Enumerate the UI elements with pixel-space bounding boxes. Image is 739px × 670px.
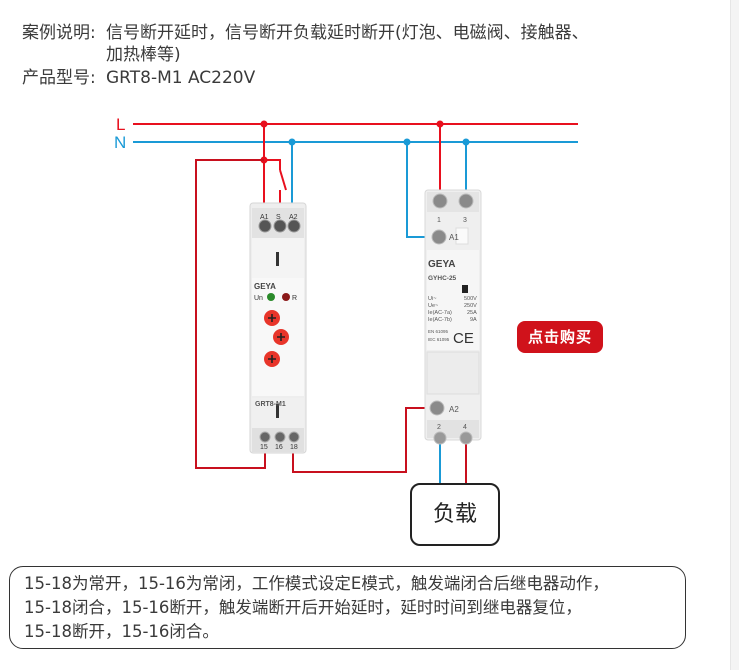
- operation-description-box: 15-18为常开，15-16为常闭，工作模式设定E模式，触发端闭合后继电器动作，…: [9, 566, 686, 649]
- terminal-a1-label: A1: [260, 214, 269, 221]
- spec-label: Ie(AC-7a): [428, 310, 452, 316]
- contactor-module: [424, 189, 482, 441]
- case-text-line1: 信号断开延时，信号断开负载延时断开(灯泡、电磁阀、接触器、: [106, 23, 589, 43]
- terminal-screw-icon: [259, 431, 271, 443]
- wire-l-to-15: [195, 159, 266, 469]
- terminal-4-label: 4: [463, 424, 467, 431]
- contactor-model-label: GYHC-25: [428, 275, 457, 282]
- description-line: 15-18闭合，15-16断开，触发端断开后开始延时，延时时间到继电器复位，: [24, 598, 582, 617]
- terminal-screw-icon: [273, 219, 287, 233]
- relay-brand-logo: GEYA: [254, 282, 276, 291]
- spec-value: 500V: [464, 296, 477, 302]
- product-model: 产品型号: GRT8-M1 AC220V: [22, 67, 255, 89]
- standard-label: EN 61095: [428, 329, 449, 334]
- coil-a1-label: A1: [449, 233, 459, 242]
- ce-mark: CE: [453, 330, 474, 347]
- terminal-16-label: 16: [275, 444, 283, 451]
- terminal-screw-icon: [288, 431, 300, 443]
- relay-led-icon: [282, 293, 290, 301]
- relay-model-label: GRT8-M1: [255, 401, 286, 408]
- time-relay-module: [249, 202, 307, 454]
- scrollbar-track[interactable]: [730, 0, 739, 670]
- terminal-a2-label: A2: [289, 214, 298, 221]
- junction-dot: [288, 138, 296, 146]
- terminal-screw-icon: [431, 229, 447, 245]
- led-r-label: R: [292, 295, 297, 302]
- model-value: GRT8-M1 AC220V: [106, 68, 256, 88]
- terminal-3-label: 3: [463, 217, 467, 224]
- terminal-2-label: 2: [437, 424, 441, 431]
- terminal-screw-icon: [433, 431, 447, 445]
- description-line: 15-18为常开，15-16为常闭，工作模式设定E模式，触发端闭合后继电器动作，: [24, 574, 609, 593]
- spec-value: 25A: [467, 310, 477, 316]
- terminal-1-label: 1: [437, 217, 441, 224]
- terminal-s-label: S: [276, 214, 281, 221]
- spec-label: Ue~: [428, 303, 438, 309]
- case-text-line2: 加热棒等): [106, 45, 181, 65]
- spec-value: 9A: [470, 317, 477, 323]
- junction-dot: [462, 138, 470, 146]
- terminal-screw-icon: [429, 400, 445, 416]
- wire-switch-feed: [264, 159, 281, 170]
- terminal-screw-icon: [258, 219, 272, 233]
- model-label: 产品型号:: [22, 68, 96, 88]
- standard-label: IEC 61095: [428, 337, 450, 342]
- junction-dot: [436, 120, 444, 128]
- contactor-brand-logo: GEYA: [428, 259, 455, 270]
- time-setting-dial[interactable]: [273, 329, 289, 345]
- load-box: 负载: [410, 483, 500, 546]
- terminal-18-label: 18: [290, 444, 298, 451]
- time-range-dial[interactable]: [264, 310, 280, 326]
- terminal-screw-icon: [287, 219, 301, 233]
- relay-top-terminals: [258, 219, 301, 233]
- spec-label: Ui~: [428, 296, 436, 302]
- wire-18-to-a2: [292, 407, 437, 473]
- coil-a2-label: A2: [449, 405, 459, 414]
- case-label: 案例说明:: [22, 23, 96, 43]
- trigger-switch: [279, 169, 287, 191]
- live-label: L: [116, 115, 125, 134]
- case-description: 案例说明: 信号断开延时，信号断开负载延时断开(灯泡、电磁阀、接触器、: [22, 22, 589, 44]
- neutral-label: N: [114, 133, 126, 152]
- description-line: 15-18断开，15-16闭合。: [24, 622, 219, 641]
- terminal-screw-icon: [274, 431, 286, 443]
- terminal-screw-icon: [458, 193, 474, 209]
- buy-now-button[interactable]: 点击购买: [517, 321, 603, 353]
- led-un-label: Un: [254, 295, 263, 302]
- terminal-15-label: 15: [260, 444, 268, 451]
- mode-setting-dial[interactable]: [264, 351, 280, 367]
- spec-label: Ie(AC-7b): [428, 317, 452, 323]
- power-led-icon: [267, 293, 275, 301]
- junction-dot: [260, 120, 268, 128]
- relay-bottom-terminals: [259, 431, 300, 443]
- terminal-screw-icon: [432, 193, 448, 209]
- spec-value: 250V: [464, 303, 477, 309]
- terminal-screw-icon: [459, 431, 473, 445]
